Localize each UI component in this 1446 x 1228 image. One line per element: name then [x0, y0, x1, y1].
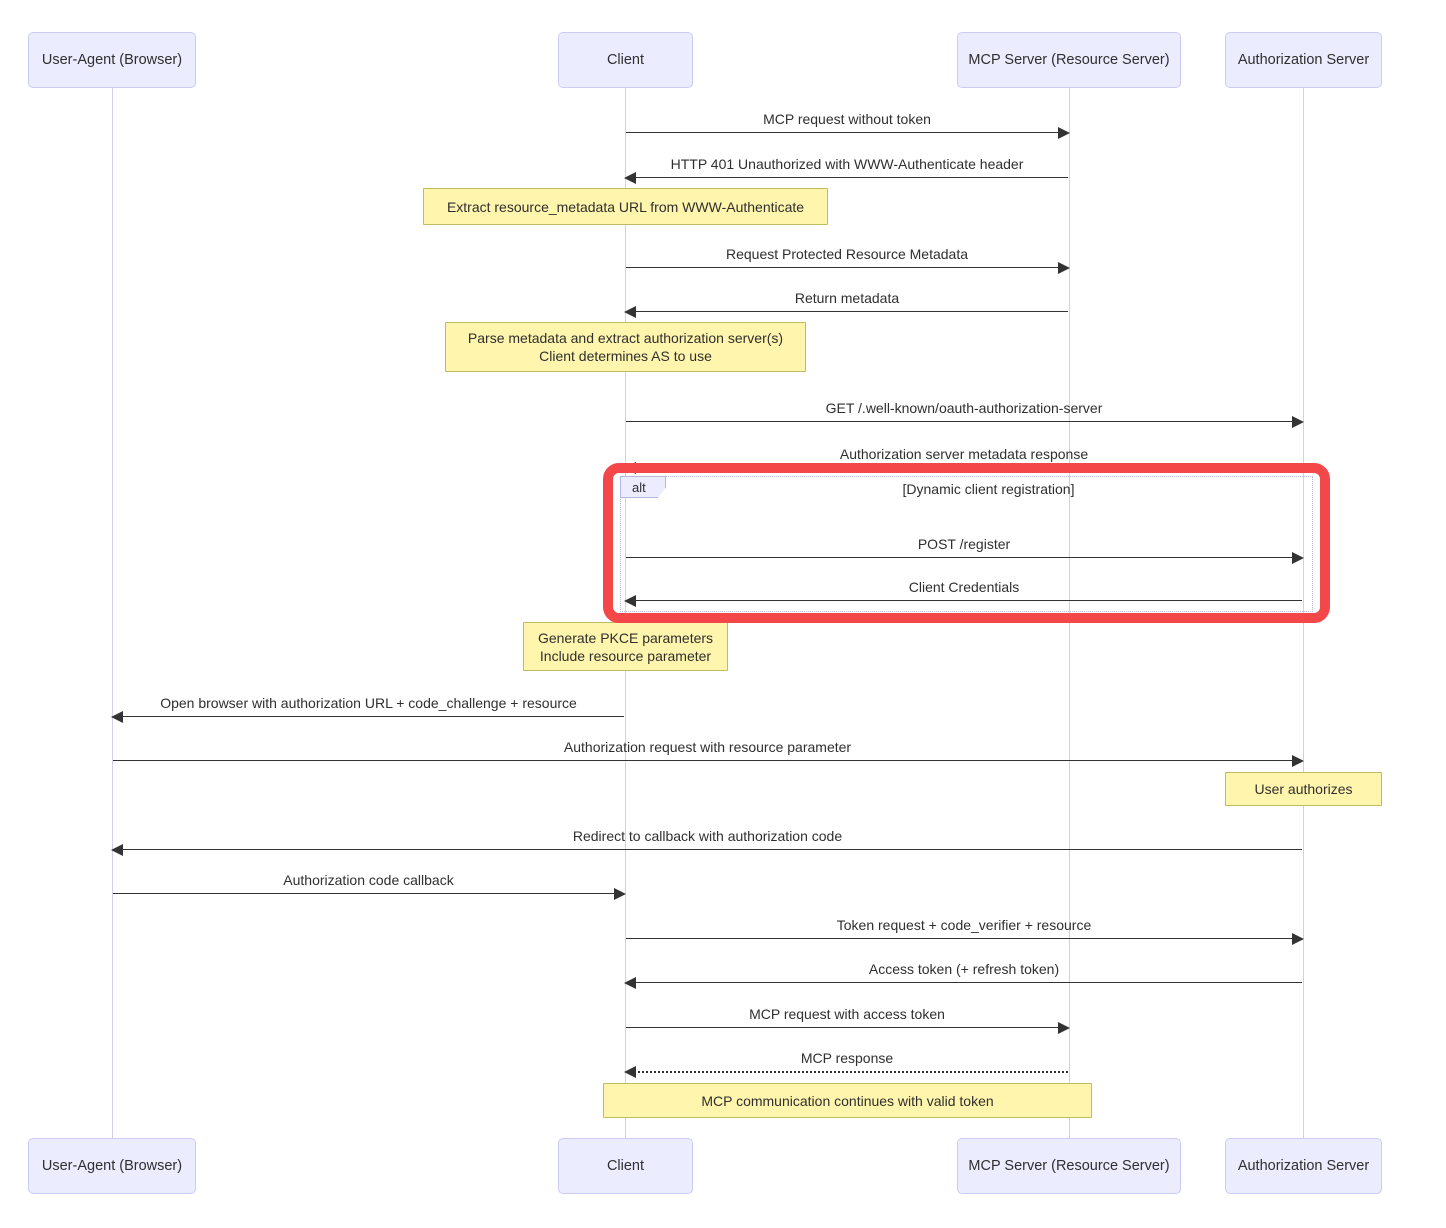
actor-box-bottom-mcp: MCP Server (Resource Server): [957, 1138, 1181, 1194]
arrowhead-icon: [624, 462, 636, 474]
lifeline-mcp: [1068, 88, 1070, 1138]
message-line: [113, 849, 1302, 850]
message-label: Return metadata: [794, 290, 900, 306]
message-label: Client Credentials: [908, 579, 1020, 595]
arrowhead-icon: [1292, 755, 1304, 767]
arrowhead-icon: [624, 595, 636, 607]
message-label: Authorization server metadata response: [839, 446, 1089, 462]
note-text: Extract resource_metadata URL from WWW-A…: [446, 198, 805, 215]
message-line: [626, 557, 1302, 558]
message-label: MCP response: [800, 1050, 894, 1066]
message-label: Request Protected Resource Metadata: [725, 246, 969, 262]
actor-box-bottom-ua: User-Agent (Browser): [28, 1138, 196, 1194]
arrowhead-icon: [624, 172, 636, 184]
lifeline-as: [1302, 88, 1304, 1138]
message-label: MCP request without token: [763, 111, 931, 127]
note-text: User authorizes: [1254, 781, 1353, 797]
message-line: [626, 467, 1302, 468]
message-line: [626, 177, 1068, 178]
note-text: Client determines AS to use: [539, 348, 712, 364]
message-label: Authorization request with resource para…: [563, 739, 852, 755]
actor-label: Client: [606, 1158, 645, 1174]
arrowhead-icon: [111, 844, 123, 856]
arrowhead-icon: [1058, 262, 1070, 274]
actor-label: Authorization Server: [1237, 1158, 1370, 1174]
alt-condition-label: [Dynamic client registration]: [902, 481, 1075, 497]
arrowhead-icon: [624, 306, 636, 318]
arrowhead-icon: [614, 888, 626, 900]
message-label: POST /register: [917, 536, 1011, 552]
arrowhead-icon: [1292, 552, 1304, 564]
alt-fragment-box: alt [Dynamic client registration]: [620, 476, 1313, 612]
actor-box-top-as: Authorization Server: [1225, 32, 1382, 88]
message-line: [626, 1027, 1068, 1028]
actor-label: User-Agent (Browser): [41, 52, 183, 68]
actor-box-top-ua: User-Agent (Browser): [28, 32, 196, 88]
actor-box-top-mcp: MCP Server (Resource Server): [957, 32, 1181, 88]
note-text: Generate PKCE parameters: [537, 629, 714, 646]
message-label: MCP request with access token: [749, 1006, 945, 1022]
message-line: [626, 311, 1068, 312]
note-mcp-communication-continues-with-valid-t: MCP communication continues with valid t…: [603, 1083, 1092, 1118]
message-line: [626, 421, 1302, 422]
note-text: Parse metadata and extract authorization…: [467, 330, 784, 346]
message-line: [626, 1071, 1068, 1073]
arrowhead-icon: [1292, 416, 1304, 428]
actor-box-bottom-as: Authorization Server: [1225, 1138, 1382, 1194]
actor-box-bottom-client: Client: [558, 1138, 693, 1194]
message-label: HTTP 401 Unauthorized with WWW-Authentic…: [670, 156, 1024, 172]
note-parse-metadata-and-extract-authorization: Parse metadata and extract authorization…: [445, 322, 806, 372]
lifeline-ua: [111, 88, 113, 1138]
arrowhead-icon: [111, 711, 123, 723]
actor-label: User-Agent (Browser): [41, 1158, 183, 1174]
message-label: Token request + code_verifier + resource: [836, 917, 1092, 933]
actor-label: Authorization Server: [1237, 52, 1370, 68]
message-line: [626, 600, 1302, 601]
actor-label: MCP Server (Resource Server): [968, 1158, 1170, 1174]
arrowhead-icon: [1058, 127, 1070, 139]
actor-box-top-client: Client: [558, 32, 693, 88]
message-line: [113, 893, 624, 894]
message-line: [626, 982, 1302, 983]
message-label: Access token (+ refresh token): [868, 961, 1060, 977]
message-line: [626, 938, 1302, 939]
message-label: Open browser with authorization URL + co…: [160, 695, 577, 711]
alt-fragment-tag: alt: [620, 476, 666, 498]
message-label: Redirect to callback with authorization …: [572, 828, 843, 844]
note-extract-resource-metadata-url-from-www-a: Extract resource_metadata URL from WWW-A…: [423, 188, 828, 225]
note-text: MCP communication continues with valid t…: [701, 1092, 994, 1109]
arrowhead-icon: [1058, 1022, 1070, 1034]
actor-label: MCP Server (Resource Server): [968, 52, 1170, 68]
message-line: [113, 716, 624, 717]
arrowhead-icon: [624, 1066, 636, 1078]
message-line: [113, 760, 1302, 761]
message-line: [626, 132, 1068, 133]
actor-label: Client: [606, 52, 645, 68]
arrowhead-icon: [1292, 933, 1304, 945]
message-line: [626, 267, 1068, 268]
note-text: Include resource parameter: [539, 647, 712, 664]
note-user-authorizes: User authorizes: [1225, 772, 1382, 806]
message-label: GET /.well-known/oauth-authorization-ser…: [825, 400, 1103, 416]
arrowhead-icon: [624, 977, 636, 989]
message-label: Authorization code callback: [283, 872, 454, 888]
